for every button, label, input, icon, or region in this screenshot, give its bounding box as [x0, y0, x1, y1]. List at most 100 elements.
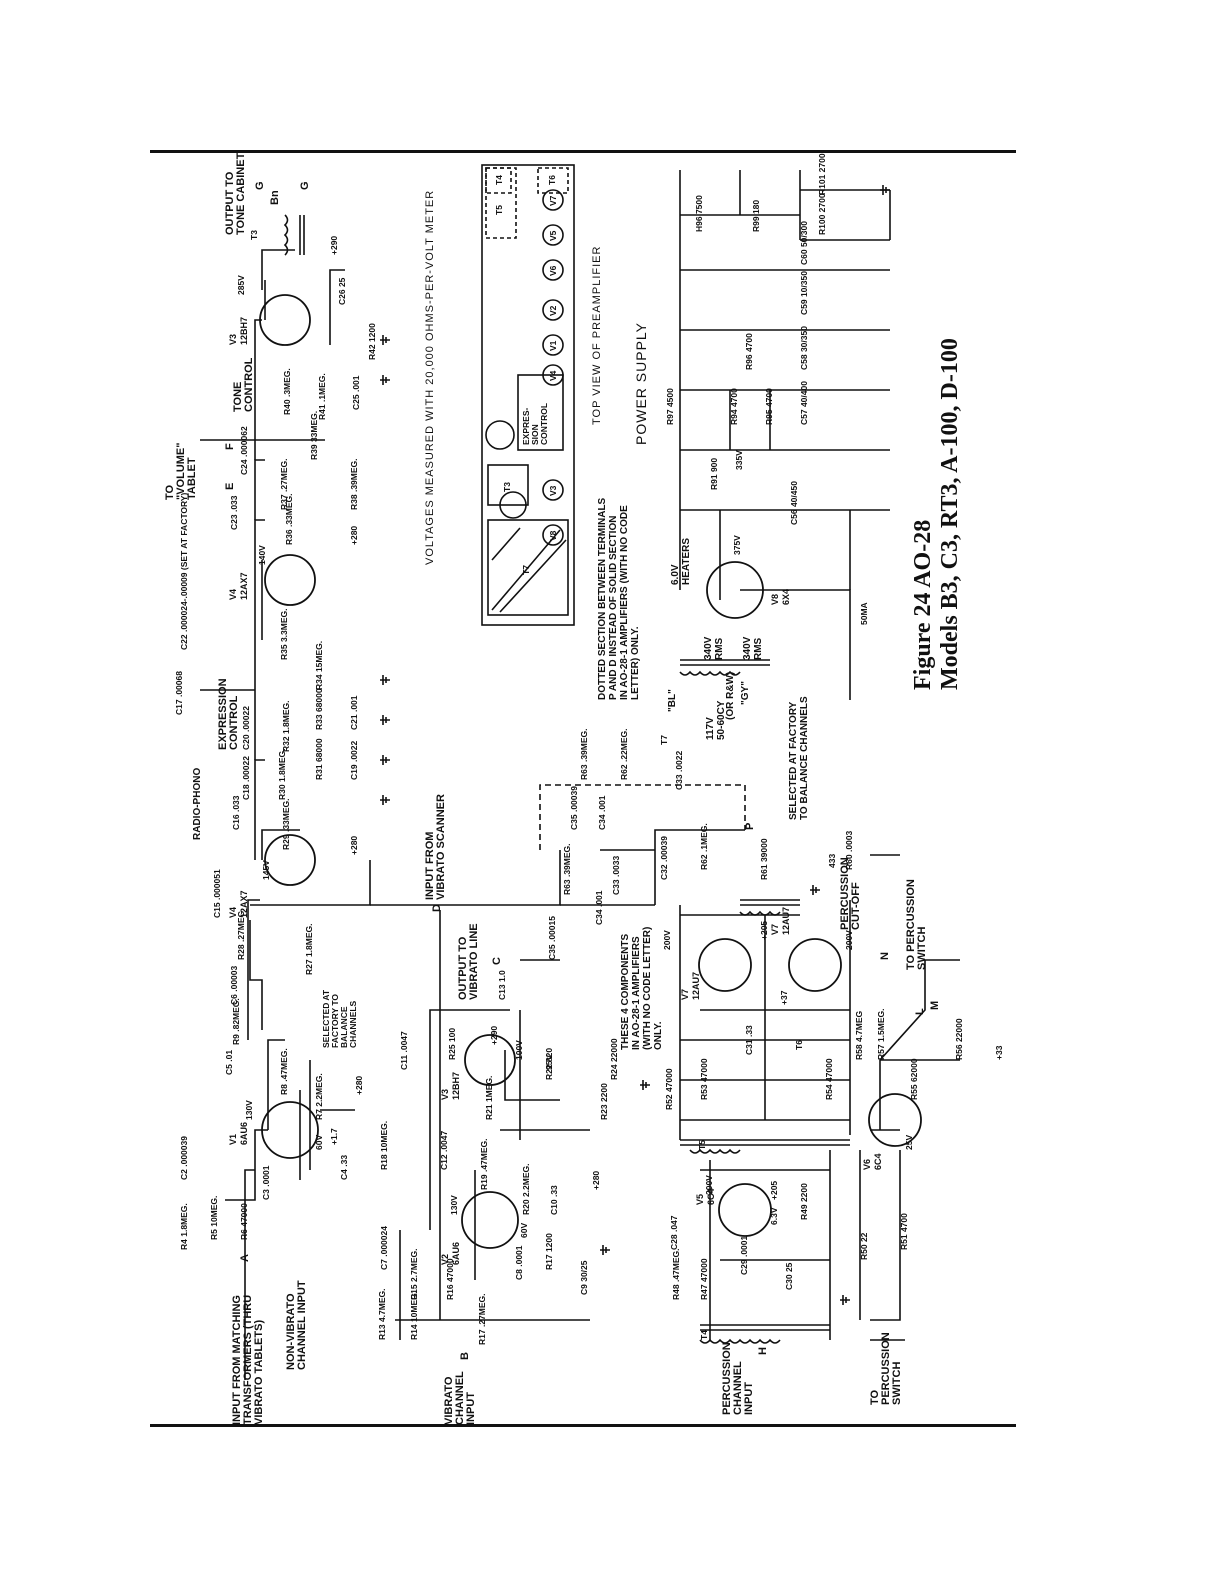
component-label: R41 .1MEG.	[317, 373, 327, 420]
selected-factory-note: SELECTED AT FACTORY TO BALANCE CHANNELS	[788, 696, 810, 820]
component-label: C22 .000024-.00009 (SET AT FACTORY)	[179, 492, 189, 650]
top-view-t5: T5	[494, 205, 504, 215]
component-label: C26 25	[337, 277, 347, 305]
text-line: RMS	[714, 637, 725, 660]
t6-block	[537, 167, 569, 194]
voltage-label: 6.3V	[769, 1207, 779, 1226]
voltage-label: 50MA	[859, 602, 869, 625]
component-label: R18 10MEG.	[379, 1120, 389, 1170]
text-line: INPUT	[743, 1382, 755, 1415]
component-label: C7 .000024	[379, 1226, 389, 1270]
top-view-v8: V8	[548, 530, 558, 541]
output-vibrato-line-label: OUTPUT TO VIBRATO LINE	[457, 923, 480, 1000]
text-line: CHANNEL INPUT	[296, 1280, 308, 1370]
component-label: C59 10/350	[799, 271, 809, 315]
component-label: R31 68000	[314, 738, 324, 780]
component-label: C58 30/350	[799, 326, 809, 370]
top-view-v7: V7	[548, 195, 558, 206]
wire	[254, 319, 262, 460]
cap-cluster	[499, 491, 527, 519]
component-label: R62 .22MEG.	[619, 728, 629, 781]
component-label: R57 1.5MEG.	[876, 1008, 886, 1061]
voltage-label: 335V	[734, 450, 744, 470]
component-label: C6 .00003	[229, 965, 239, 1005]
voltage-label: +33	[994, 1045, 1004, 1060]
tube-type: 12BH7	[239, 316, 249, 345]
wire	[870, 1150, 901, 1321]
component-label: R4 1.8MEG.	[179, 1203, 189, 1250]
component-label: R17 1200	[544, 1233, 554, 1270]
terminal-c: C	[491, 957, 503, 965]
component-label: R95 4700	[764, 388, 774, 425]
top-view-note: TOP VIEW OF PREAMPLIFIER	[591, 245, 603, 425]
wire	[654, 829, 745, 905]
wire	[879, 960, 926, 1130]
component-label: R60 .0003	[844, 830, 854, 870]
terminal-g1: G	[254, 181, 266, 190]
voltage-label: 375V	[732, 535, 742, 555]
transformer-t7	[679, 659, 770, 676]
tone-control-label: TONE CONTROL	[232, 358, 255, 412]
component-label: R15 2.7MEG.	[409, 1248, 419, 1301]
tube-name: V1	[228, 1133, 238, 1145]
ground-symbol	[380, 675, 390, 685]
wire	[254, 459, 265, 520]
component-label: R30 1.8MEG.	[277, 748, 287, 801]
tube-v4b	[264, 554, 316, 606]
voltage-label: +205	[769, 1180, 779, 1200]
component-label: R29 .33MEG.	[281, 798, 291, 851]
text-line: 6.0V	[670, 564, 681, 585]
text-line: VIBRATO SCANNER	[435, 794, 447, 900]
voltages-note: VOLTAGES MEASURED WITH 20,000 OHMS-PER-V…	[424, 189, 436, 565]
component-label: C19 .0022	[349, 740, 359, 780]
voltage-label: 433	[827, 853, 837, 868]
component-label: C35 .00015	[547, 916, 557, 960]
component-label: T6	[794, 1040, 804, 1050]
component-label: C23 .033	[229, 495, 239, 531]
socket-v8	[542, 524, 564, 546]
four-components-note: THESE 4 COMPONENTS IN AO-28-1 AMPLIFIERS…	[620, 927, 664, 1050]
component-label: R50 22	[859, 1232, 869, 1260]
component-label: C3 .0001	[261, 1165, 271, 1201]
voltage-label: 200V	[844, 930, 854, 950]
transformer-t6	[739, 899, 800, 916]
transformer-t4	[699, 1324, 830, 1344]
tube-v3b	[259, 294, 311, 346]
voltage-label: +280	[354, 1075, 364, 1095]
component-label: C32 .00039	[659, 836, 669, 880]
component-label: R16 47000	[445, 1258, 455, 1300]
tube-type: 12AX7	[239, 572, 249, 600]
top-view-t7: T7	[521, 565, 531, 575]
t7-bl-label: "BL"	[667, 689, 678, 712]
text-line: CONTROL	[228, 695, 240, 750]
tube-type: 12BH7	[451, 1071, 461, 1100]
text-line: CONTROL	[539, 402, 549, 445]
component-label: C2 .000039	[179, 1136, 189, 1180]
terminal-d: D	[431, 904, 443, 912]
text-line: RMS	[753, 637, 764, 660]
t7-or-label: (OR R&W)	[725, 671, 736, 720]
voltage-label: +280	[349, 835, 359, 855]
component-label: R28 .27MEG.	[236, 908, 246, 961]
ground-symbol	[880, 185, 890, 195]
voltage-label: +280	[349, 525, 359, 545]
component-label: R24 22000	[609, 1038, 619, 1080]
wire	[429, 1009, 510, 1230]
top-view-t6: T6	[547, 175, 557, 185]
component-label: R97 4500	[665, 388, 675, 425]
component-label: R32 1.8MEG.	[281, 700, 291, 753]
socket-v5	[542, 224, 564, 246]
tube-type: 6C4	[873, 1153, 883, 1170]
voltage-label: 285V	[236, 275, 246, 295]
component-label: C34 .001	[597, 795, 607, 831]
component-label: C4 .33	[339, 1154, 349, 1180]
grounds	[380, 185, 890, 1305]
voltage-label: +1.7	[329, 1128, 339, 1145]
volume-tablet-label: TO "VOLUME" TABLET	[164, 443, 198, 501]
